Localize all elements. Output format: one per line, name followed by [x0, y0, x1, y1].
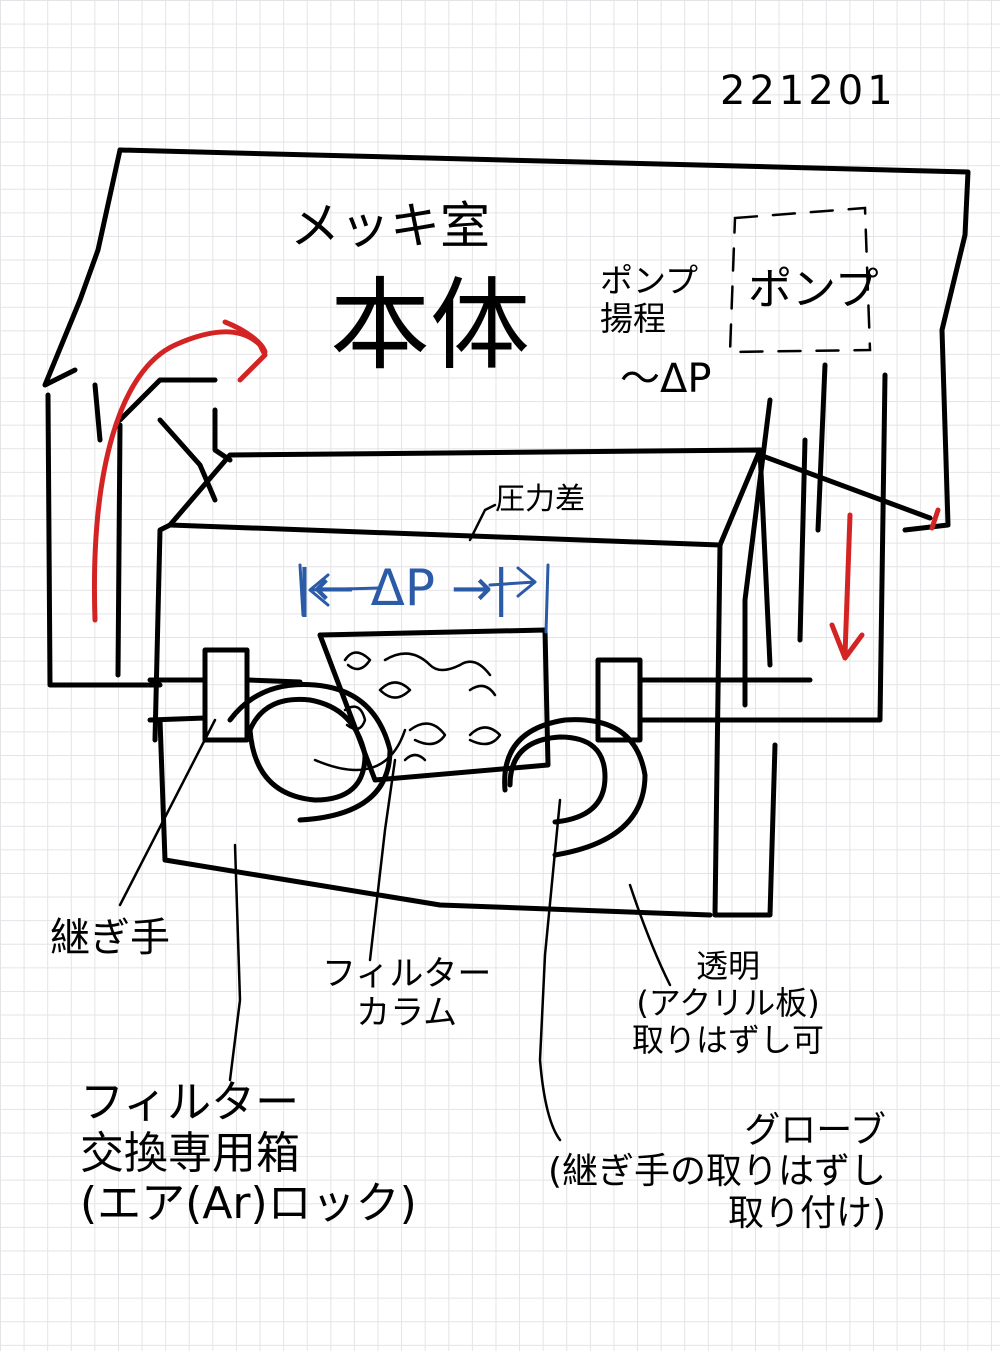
chamber-body-label: 本体	[330, 267, 530, 384]
chamber-title: メッキ室	[290, 197, 490, 255]
pressure-diff-label: 圧力差	[495, 482, 585, 517]
callout-lines	[118, 503, 672, 1142]
exchange-box-callout: フィルター 交換専用箱 (エア(Ar)ロック)	[80, 1077, 417, 1230]
pump-label: ポンプ	[748, 264, 879, 315]
left-pipes	[92, 377, 233, 678]
right-pipes	[647, 362, 933, 723]
joint-callout: 継ぎ手	[50, 915, 170, 961]
pressure-arrow	[298, 563, 550, 634]
glove-right	[502, 717, 648, 858]
plating-chamber-outline	[42, 147, 971, 688]
joint-right	[595, 657, 743, 743]
joint-left	[147, 647, 303, 743]
glove-left	[227, 681, 393, 823]
pump-head-value: 〜ΔP	[620, 356, 712, 402]
date-label: 221201	[720, 68, 897, 114]
glove-callout: グローブ (継ぎ手の取りはずし 取り付け)	[548, 1110, 887, 1234]
transparent-panel-callout: 透明 (アクリル板) 取りはずし可	[632, 947, 825, 1059]
filter-column-callout: フィルター カラム	[322, 954, 492, 1034]
pressure-arrow-label: |← ΔP →|	[296, 559, 510, 617]
pump-box	[728, 206, 872, 354]
pump-head-label: ポンプ 揚程	[600, 261, 699, 338]
flow-arrow-up	[91, 319, 268, 623]
exchange-box-outline	[152, 447, 778, 918]
flow-arrow-down	[829, 507, 941, 661]
